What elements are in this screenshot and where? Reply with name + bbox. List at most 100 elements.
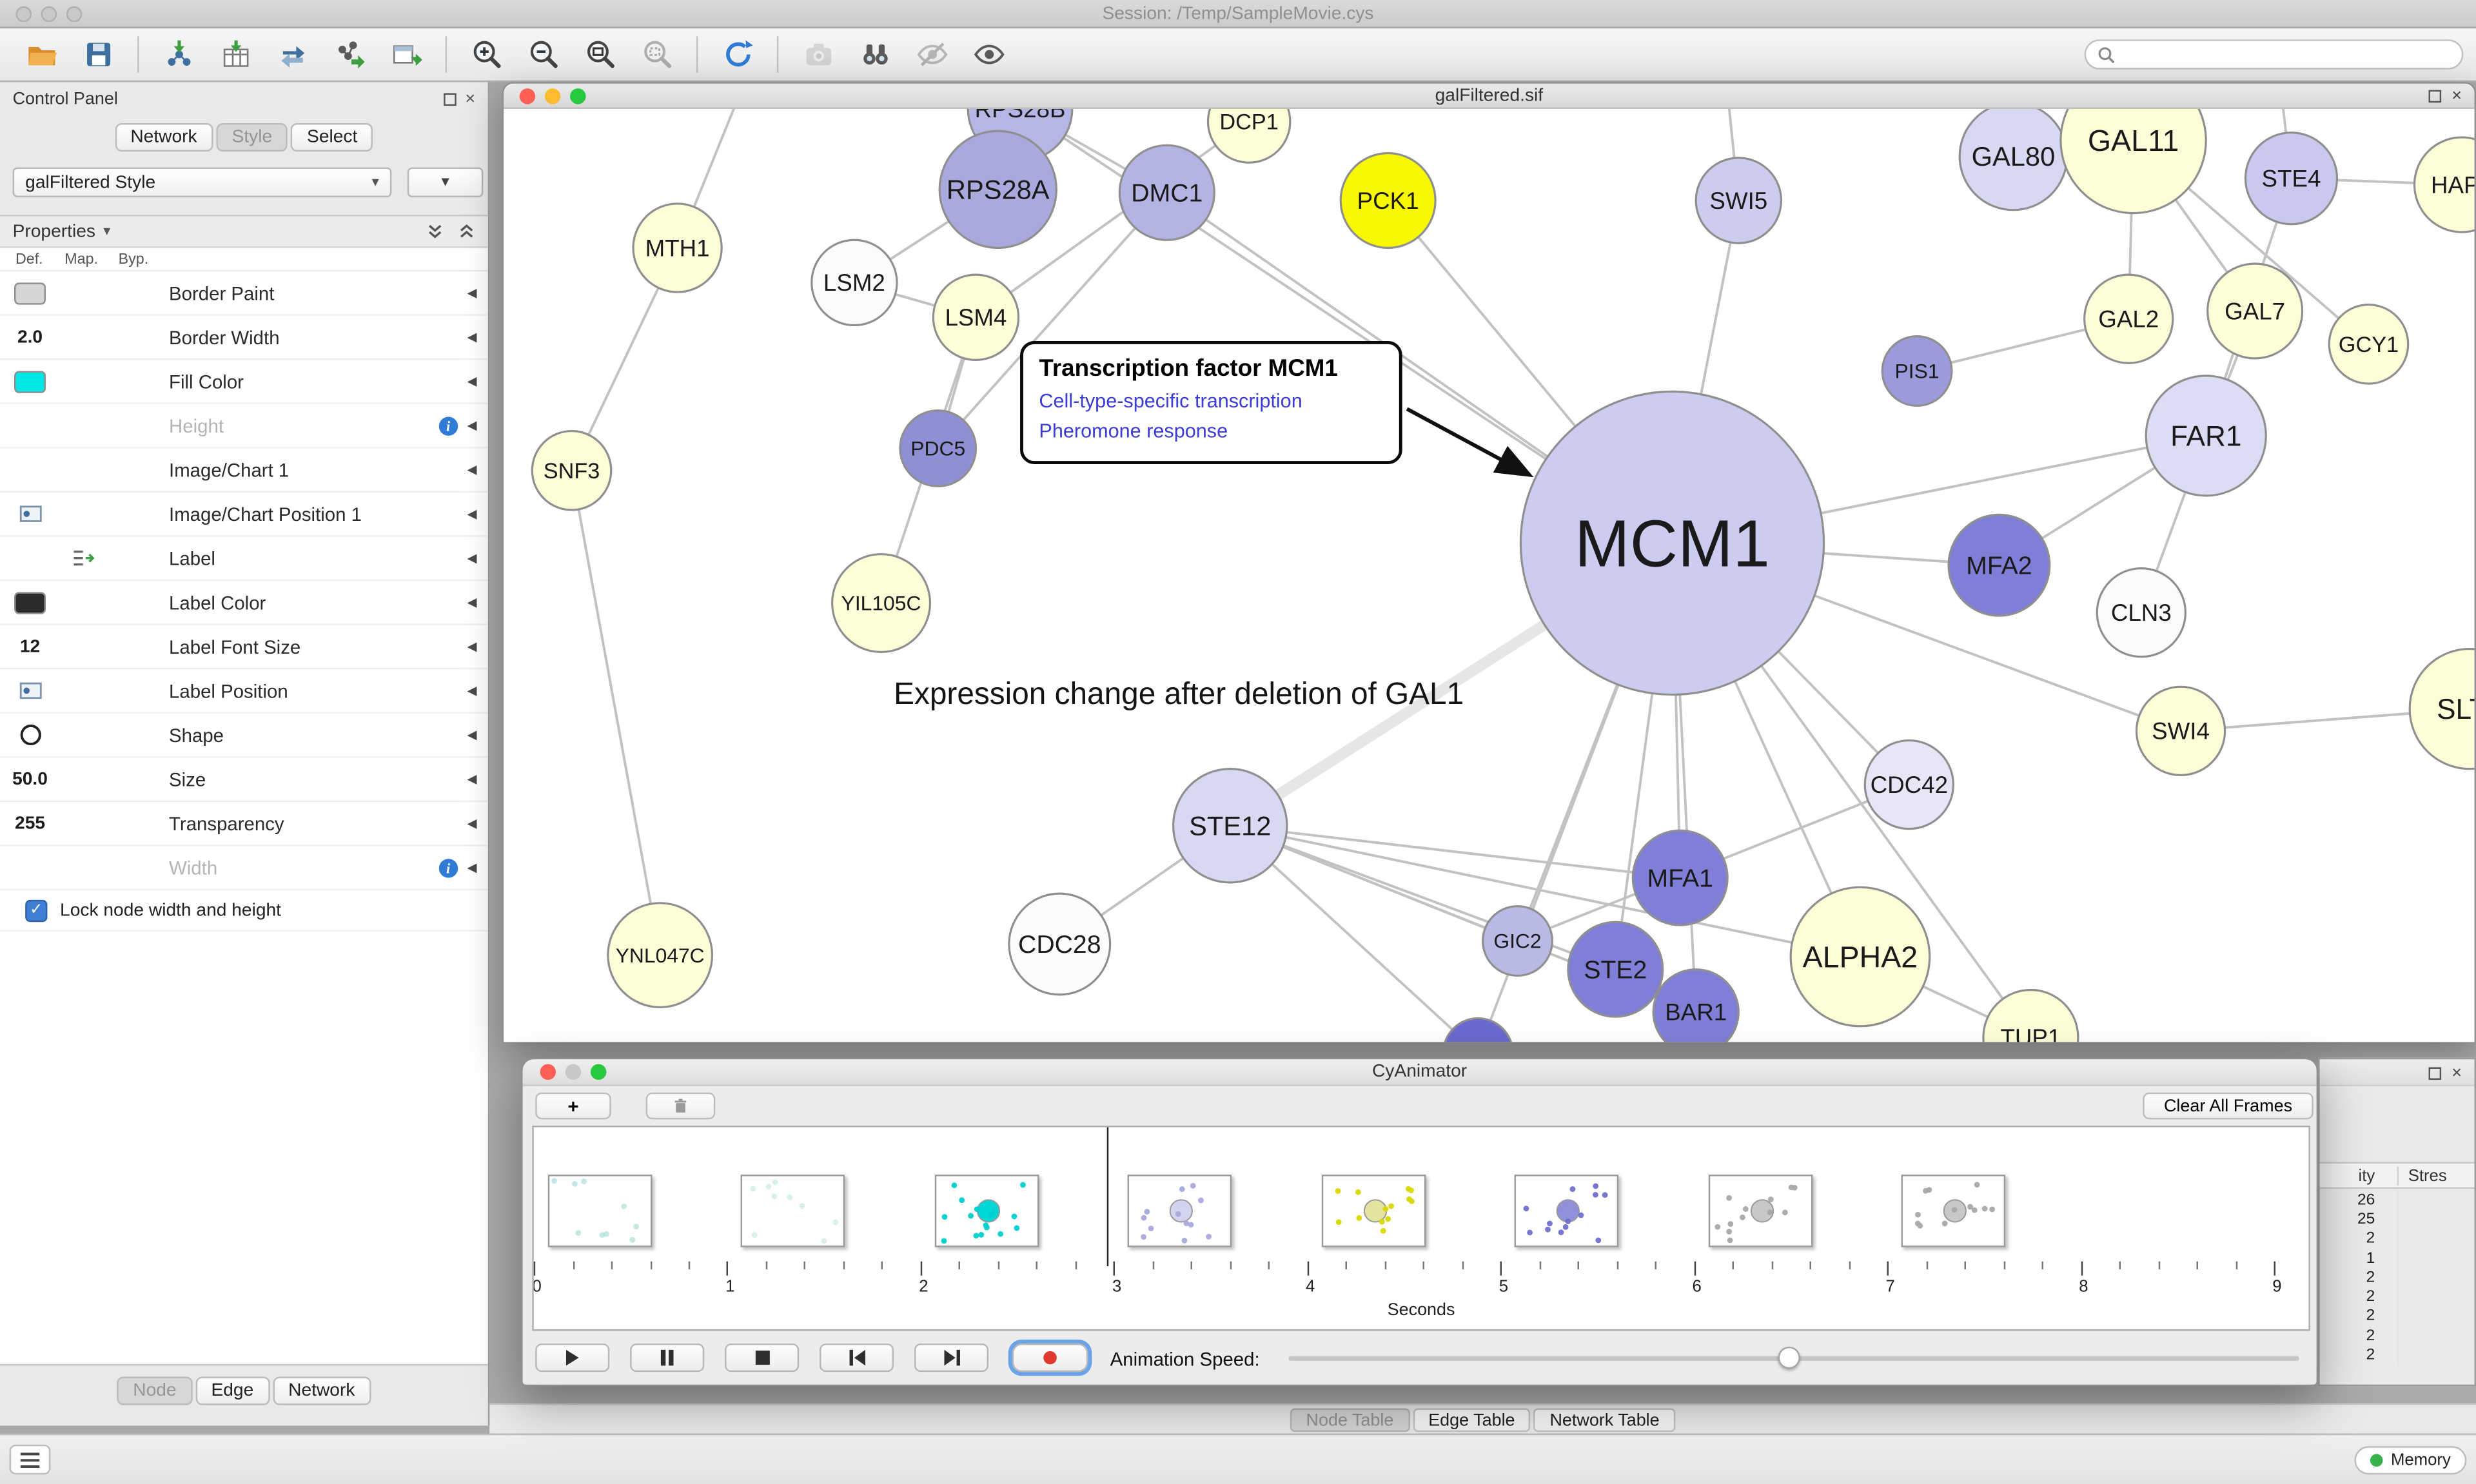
node-SLT2[interactable] xyxy=(2408,647,2475,770)
network-window-titlebar[interactable]: galFiltered.sif × xyxy=(504,83,2475,109)
record-button[interactable] xyxy=(1012,1343,1088,1372)
snapshot-button[interactable] xyxy=(791,32,845,77)
expand-arrow-icon[interactable]: ◀ xyxy=(467,551,477,565)
node-HAP4[interactable] xyxy=(2413,136,2475,233)
frame-thumbnail[interactable] xyxy=(1128,1175,1232,1247)
close-view-icon[interactable]: × xyxy=(2451,86,2462,106)
node-PCK1[interactable] xyxy=(1339,151,1437,249)
map-cell[interactable] xyxy=(59,408,106,443)
frame-thumbnail[interactable] xyxy=(1321,1175,1426,1247)
node-STE2[interactable] xyxy=(1567,921,1664,1018)
prev-button[interactable] xyxy=(820,1343,894,1372)
zoom-out-button[interactable] xyxy=(516,32,570,77)
node-GIC2[interactable] xyxy=(1482,905,1553,977)
byp-cell[interactable] xyxy=(110,275,155,310)
map-cell[interactable] xyxy=(59,850,106,885)
node-SWI4[interactable] xyxy=(2135,685,2226,777)
expand-arrow-icon[interactable]: ◀ xyxy=(467,507,477,522)
expand-arrow-icon[interactable]: ◀ xyxy=(467,639,477,654)
byp-cell[interactable] xyxy=(110,762,155,797)
def-cell[interactable] xyxy=(6,585,54,620)
def-cell[interactable] xyxy=(6,850,54,885)
byp-cell[interactable] xyxy=(110,408,155,443)
def-cell[interactable] xyxy=(6,408,54,443)
node-RPS28A[interactable] xyxy=(938,130,1057,249)
import-network-button[interactable] xyxy=(152,32,205,77)
node-MCM1[interactable] xyxy=(1519,390,1825,696)
map-cell[interactable] xyxy=(59,762,106,797)
def-cell[interactable]: 255 xyxy=(6,806,54,841)
tab-network[interactable]: Network xyxy=(114,123,213,152)
expand-arrow-icon[interactable]: ◀ xyxy=(467,595,477,610)
expand-arrow-icon[interactable]: ◀ xyxy=(467,286,477,300)
column-header[interactable]: ity xyxy=(2320,1166,2399,1185)
expand-arrow-icon[interactable]: ◀ xyxy=(467,418,477,433)
birdseye-button[interactable] xyxy=(848,32,901,77)
map-cell[interactable] xyxy=(59,629,106,664)
close-panel-icon[interactable]: × xyxy=(2451,1064,2462,1084)
expand-arrow-icon[interactable]: ◀ xyxy=(467,462,477,477)
node-GAL7[interactable] xyxy=(2206,262,2304,360)
byp-cell[interactable] xyxy=(110,850,155,885)
delete-frame-button[interactable] xyxy=(645,1092,716,1120)
node-STE12[interactable] xyxy=(1172,768,1288,884)
node-PDC5[interactable] xyxy=(899,409,978,487)
save-session-button[interactable] xyxy=(71,32,124,77)
float-window-icon[interactable] xyxy=(2428,90,2441,103)
add-frame-button[interactable]: + xyxy=(535,1092,611,1120)
zoom-in-button[interactable] xyxy=(460,32,513,77)
expand-arrow-icon[interactable]: ◀ xyxy=(467,374,477,389)
properties-header[interactable]: Properties ▾ xyxy=(0,216,488,248)
window-zoom-button[interactable] xyxy=(66,6,83,23)
byp-cell[interactable] xyxy=(110,806,155,841)
def-cell[interactable] xyxy=(6,453,54,487)
panel-tab-network[interactable]: Network xyxy=(272,1376,371,1405)
frame-thumbnail[interactable] xyxy=(547,1175,653,1247)
def-cell[interactable] xyxy=(6,275,54,310)
node-DCP1[interactable] xyxy=(1206,108,1292,164)
pause-button[interactable] xyxy=(630,1343,705,1372)
node-LSM4[interactable] xyxy=(932,273,1020,361)
def-cell[interactable] xyxy=(6,364,54,398)
byp-cell[interactable] xyxy=(110,496,155,531)
def-cell[interactable] xyxy=(6,541,54,576)
node-CDC42[interactable] xyxy=(1863,739,1954,830)
annotation-link[interactable]: Cell-type-specific transcription xyxy=(1039,389,1302,413)
def-cell[interactable] xyxy=(6,673,54,708)
map-cell[interactable] xyxy=(59,275,106,310)
node-LSM2[interactable] xyxy=(811,239,898,327)
expand-arrow-icon[interactable]: ◀ xyxy=(467,772,477,786)
expand-arrow-icon[interactable]: ◀ xyxy=(467,727,477,743)
annotation-link[interactable]: Pheromone response xyxy=(1039,419,1228,442)
node-YNL047C[interactable] xyxy=(607,902,714,1009)
float-window-icon[interactable] xyxy=(443,93,456,106)
minimize-window-icon[interactable] xyxy=(544,88,561,104)
map-cell[interactable] xyxy=(59,806,106,841)
style-options-button[interactable]: ▾ xyxy=(407,167,484,198)
clear-all-frames-button[interactable]: Clear All Frames xyxy=(2143,1092,2314,1120)
stop-button[interactable] xyxy=(725,1343,800,1372)
collapse-all-icon[interactable] xyxy=(426,222,444,240)
node-YIL105C[interactable] xyxy=(831,553,932,654)
memory-button[interactable]: Memory xyxy=(2354,1446,2467,1475)
export-network-button[interactable] xyxy=(322,32,376,77)
node-STE4[interactable] xyxy=(2244,132,2339,226)
tab-select[interactable]: Select xyxy=(291,123,373,152)
zoom-window-icon[interactable] xyxy=(570,88,586,104)
close-panel-icon[interactable]: × xyxy=(465,89,476,108)
node-SWI5[interactable] xyxy=(1695,157,1783,244)
column-header[interactable]: Stres xyxy=(2408,1166,2447,1185)
network-transfer-button[interactable] xyxy=(265,32,319,77)
expand-arrow-icon[interactable]: ◀ xyxy=(467,329,477,344)
open-session-button[interactable] xyxy=(14,32,68,77)
def-cell[interactable] xyxy=(6,496,54,531)
node-TUP1[interactable] xyxy=(1982,988,2079,1042)
node-SNF3[interactable] xyxy=(531,429,613,511)
node-ALPHA2[interactable] xyxy=(1789,886,1931,1028)
panel-tab-edge[interactable]: Edge xyxy=(195,1376,270,1405)
expand-arrow-icon[interactable]: ◀ xyxy=(467,816,477,831)
frame-thumbnail[interactable] xyxy=(1707,1175,1813,1247)
def-cell[interactable] xyxy=(6,718,54,752)
annotation-box[interactable]: Transcription factor MCM1 Cell-type-spec… xyxy=(1020,340,1402,464)
